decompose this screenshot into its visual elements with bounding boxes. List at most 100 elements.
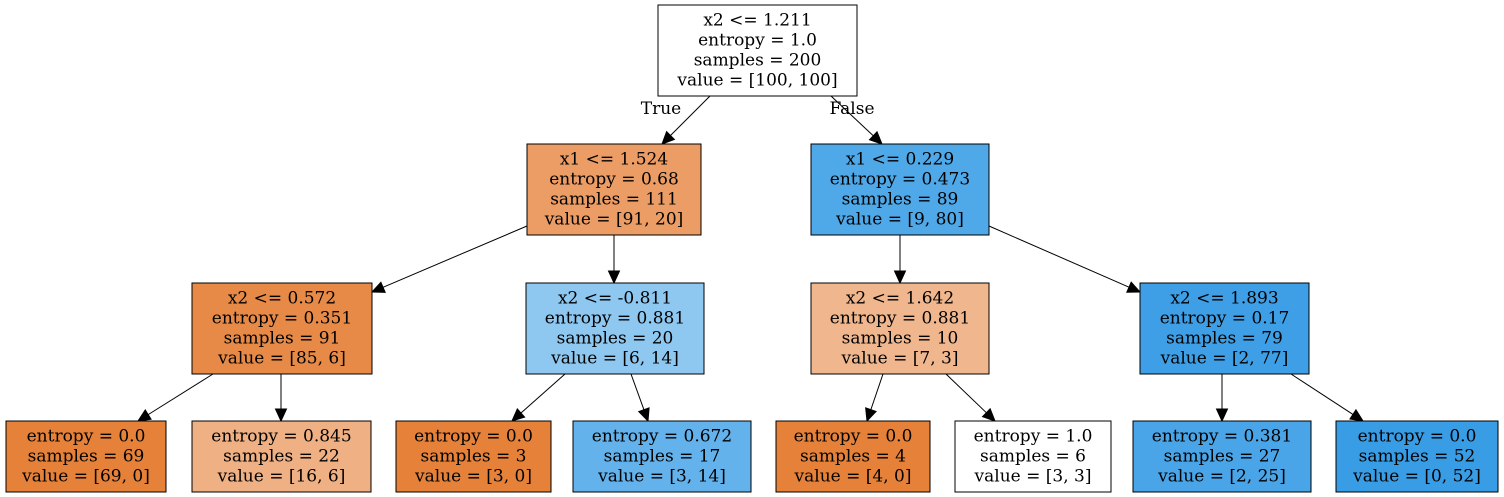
node-box <box>572 420 752 493</box>
edge-line <box>147 373 214 416</box>
node-line: x1 <= 0.229 <box>846 150 954 170</box>
node-line: value = [3, 3] <box>974 467 1092 487</box>
node-line: entropy = 0.381 <box>1152 427 1292 447</box>
edge-line <box>670 95 711 136</box>
arrowhead-icon <box>274 408 288 423</box>
edge-line <box>520 373 566 414</box>
node-line: samples = 20 <box>557 329 674 349</box>
edge-n3-n8 <box>274 374 288 423</box>
edge-n4-n9 <box>511 373 566 422</box>
node-line: value = [2, 25] <box>1157 467 1286 487</box>
arrowhead-icon <box>607 270 621 285</box>
node-line: samples = 79 <box>1166 329 1283 349</box>
arrowhead-icon <box>1126 281 1142 293</box>
node-line: entropy = 0.0 <box>794 427 913 447</box>
edge-n4-n10 <box>630 373 650 423</box>
node-line: entropy = 1.0 <box>698 31 817 51</box>
node-box <box>657 4 858 97</box>
node-line: samples = 200 <box>694 51 822 71</box>
node-line: value = [16, 6] <box>217 467 346 487</box>
node-box <box>810 282 990 375</box>
node-box <box>1335 420 1499 493</box>
node-line: value = [7, 3] <box>841 349 959 369</box>
node-line: entropy = 0.881 <box>830 309 970 329</box>
arrowhead-icon <box>865 407 877 423</box>
node-line: entropy = 0.68 <box>549 170 679 190</box>
node-line: value = [0, 52] <box>1352 467 1481 487</box>
edge-line <box>630 373 645 410</box>
node-line: samples = 27 <box>1164 447 1281 467</box>
edge-n5-n12 <box>945 373 996 422</box>
arrowhead-icon <box>1349 408 1365 422</box>
node-line: samples = 10 <box>842 329 959 349</box>
node-line: samples = 52 <box>1359 447 1476 467</box>
arrowhead-icon <box>136 409 152 422</box>
node-line: samples = 3 <box>421 447 527 467</box>
edge-n5-n11 <box>865 373 884 423</box>
node-line: entropy = 0.0 <box>414 427 533 447</box>
node-line: entropy = 0.17 <box>1160 309 1290 329</box>
arrowhead-icon <box>661 130 676 145</box>
arrowhead-icon <box>511 408 526 422</box>
node-line: samples = 111 <box>550 190 678 210</box>
node-line: entropy = 0.672 <box>592 427 732 447</box>
arrowhead-icon <box>637 407 650 423</box>
node-line: x2 <= 1.211 <box>703 11 811 31</box>
node-line: value = [69, 0] <box>21 467 150 487</box>
edge-line <box>382 225 528 288</box>
node-box <box>1132 420 1312 493</box>
node-line: samples = 6 <box>980 447 1086 467</box>
node-line: entropy = 0.845 <box>211 427 351 447</box>
edge-n2-n6 <box>988 225 1142 293</box>
node-line: value = [100, 100] <box>676 71 837 91</box>
node-line: samples = 69 <box>28 447 145 467</box>
node-line: value = [2, 77] <box>1160 349 1289 369</box>
node-line: value = [3, 0] <box>414 467 532 487</box>
node-box <box>810 143 990 236</box>
arrowhead-icon <box>1215 408 1229 423</box>
node-box <box>191 282 373 375</box>
node-box <box>395 420 552 493</box>
edge-n2-n5 <box>893 235 907 285</box>
node-line: value = [9, 80] <box>835 210 964 230</box>
arrowhead-icon <box>893 270 907 285</box>
node-box <box>525 282 705 375</box>
true-edge-label: True <box>641 99 681 119</box>
node-line: x2 <= 1.893 <box>1170 289 1278 309</box>
edge-line <box>870 373 884 410</box>
edge-n0-n2 <box>830 95 883 145</box>
false-edge-label: False <box>830 99 875 119</box>
node-box <box>1139 282 1310 375</box>
node-line: samples = 91 <box>224 329 341 349</box>
node-line: samples = 17 <box>604 447 721 467</box>
node-line: entropy = 0.0 <box>1358 427 1477 447</box>
edge-line <box>830 95 874 137</box>
edges-layer <box>136 95 1365 423</box>
node-line: x2 <= 0.572 <box>228 289 336 309</box>
node-line: value = [3, 14] <box>597 467 726 487</box>
edge-n6-n13 <box>1215 374 1229 423</box>
edge-n1-n3 <box>370 225 528 293</box>
node-line: x1 <= 1.524 <box>560 150 668 170</box>
edge-line <box>988 225 1130 288</box>
node-line: x2 <= 1.642 <box>846 289 954 309</box>
node-line: entropy = 0.473 <box>830 170 970 190</box>
edge-n6-n14 <box>1290 373 1365 422</box>
node-line: value = [85, 6] <box>217 349 346 369</box>
node-box <box>526 143 702 236</box>
node-box <box>191 420 372 493</box>
node-line: samples = 4 <box>800 447 906 467</box>
